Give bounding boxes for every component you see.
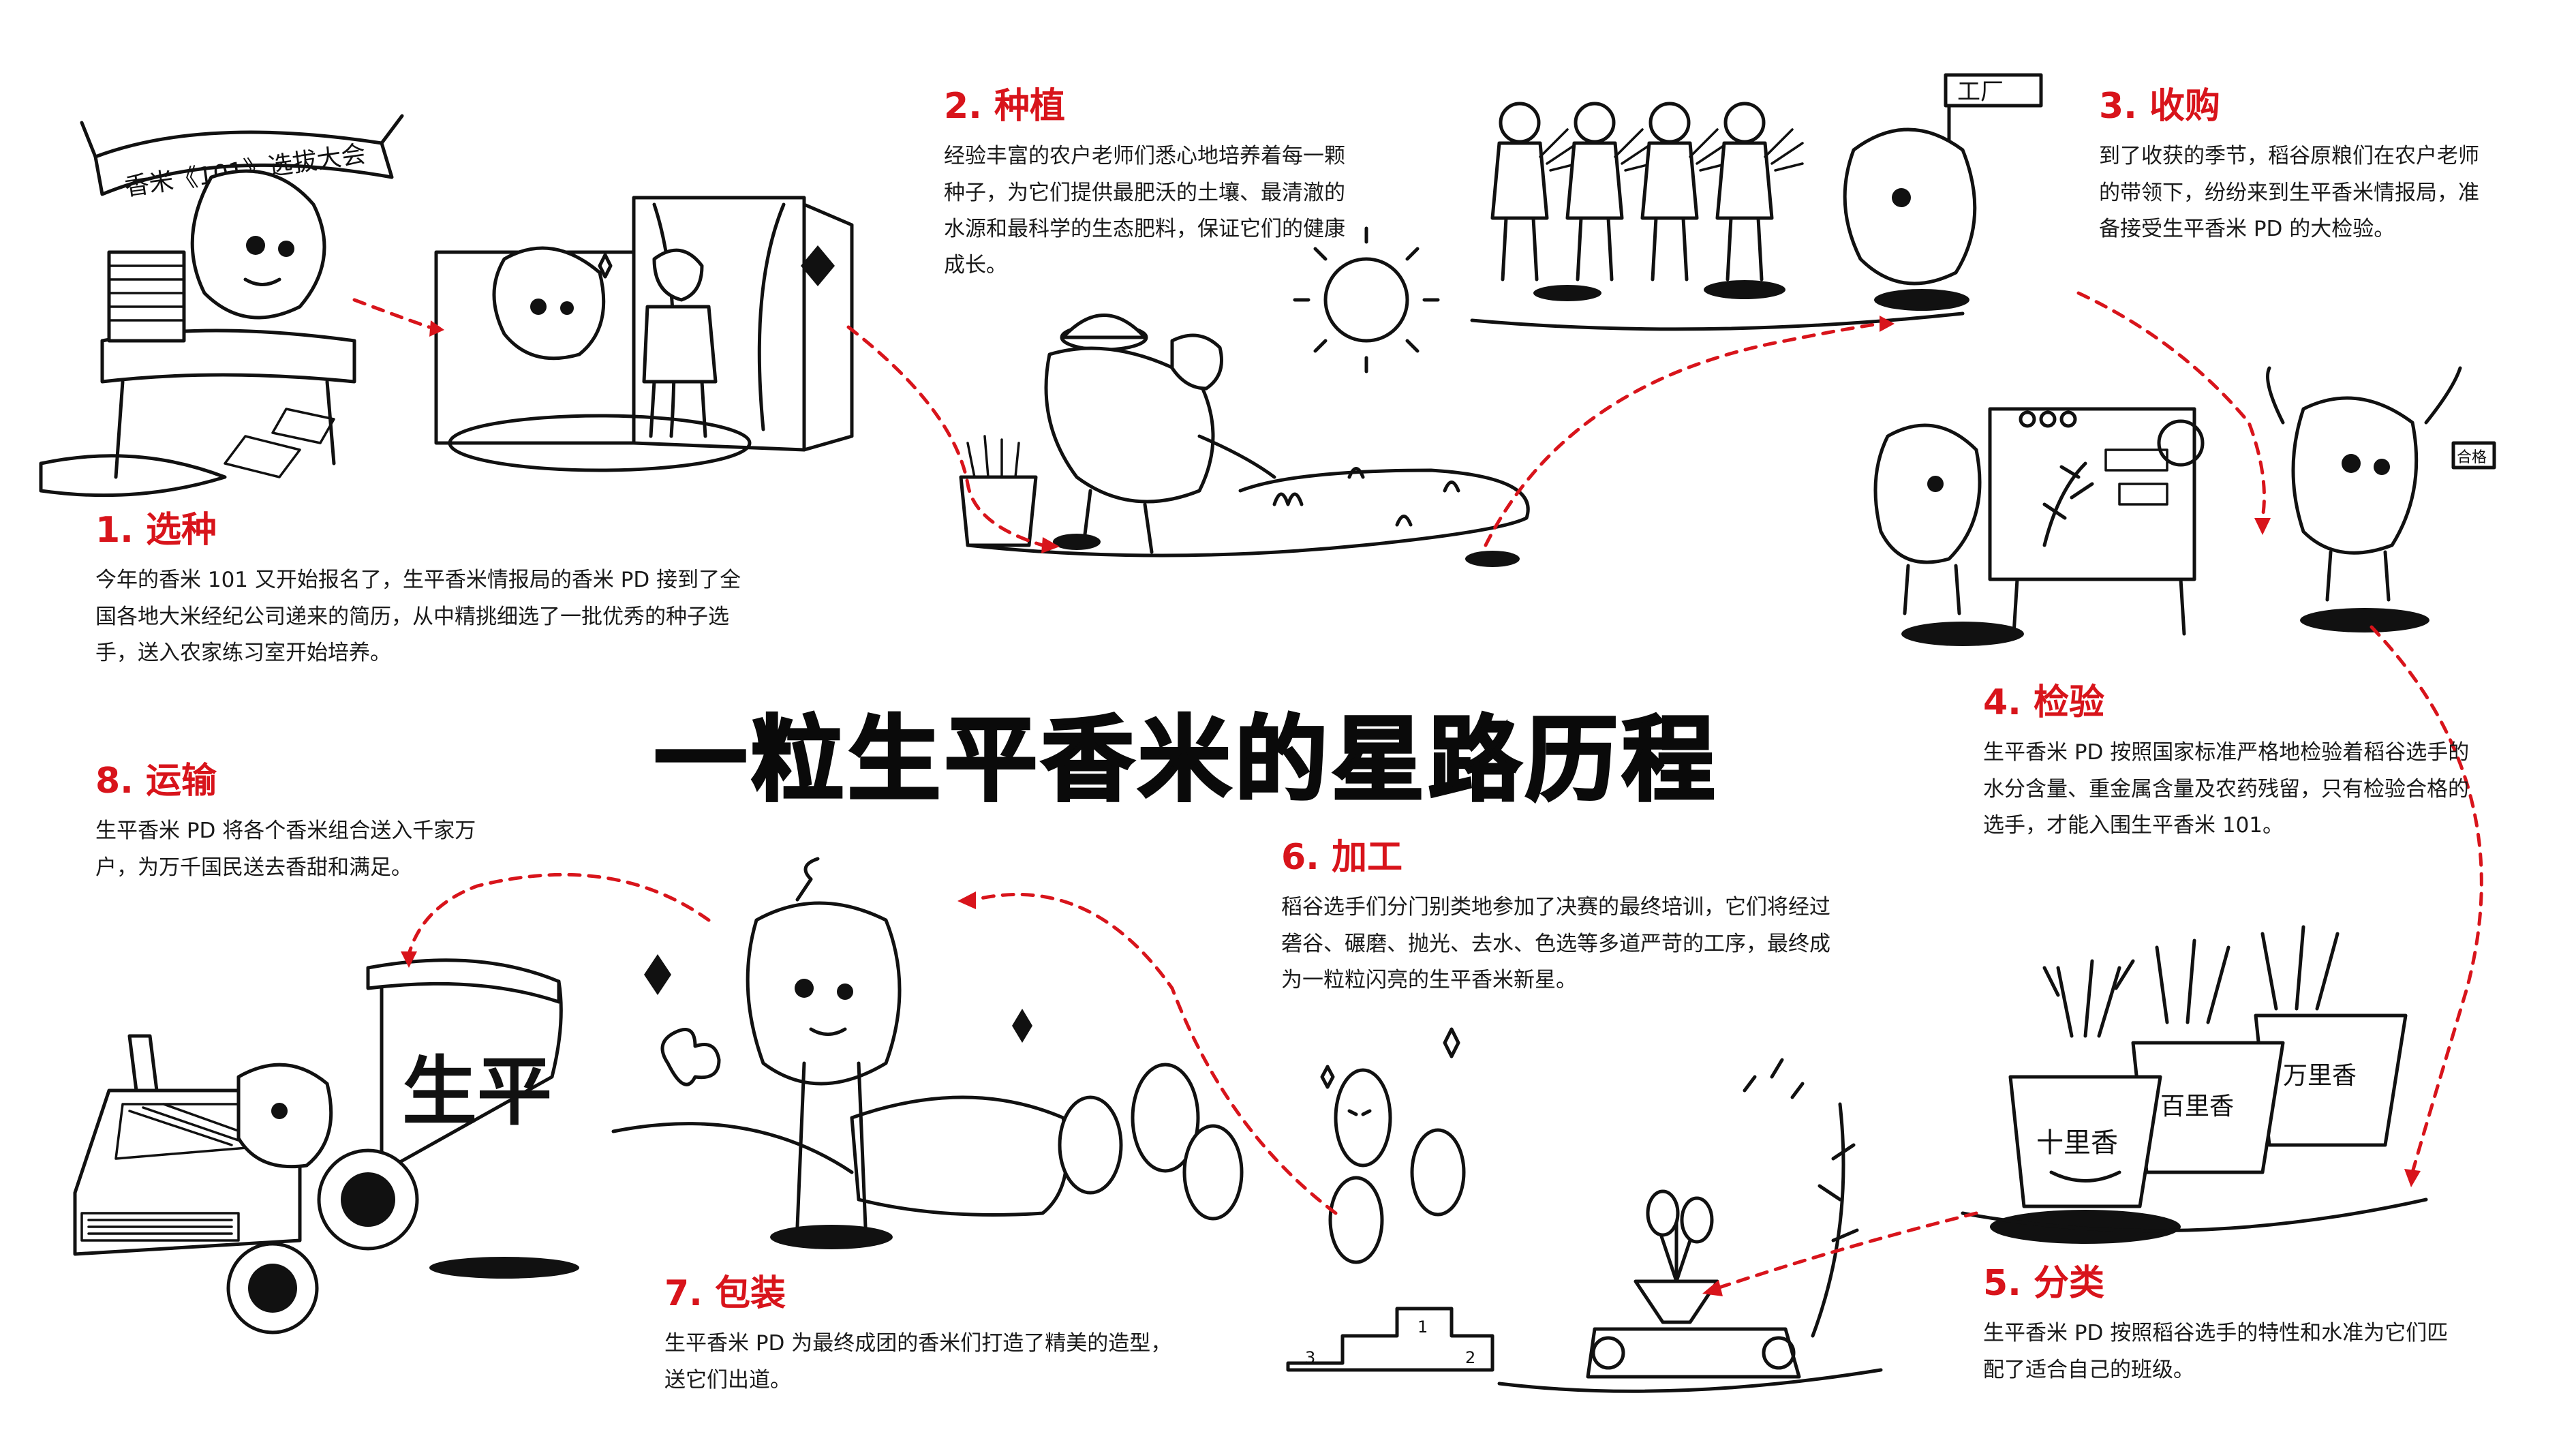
- step-2-text: 经验丰富的农户老师们悉心地培养着每一颗种子，为它们提供最肥沃的土壤、最清澈的水源…: [944, 144, 1345, 278]
- scene-packaging: [611, 857, 1244, 1249]
- step-3-text: 到了收获的季节，稻谷原粮们在农户老师的带领下，纷纷来到生平香米情报局，准备接受生…: [2099, 144, 2479, 241]
- step-7-heading: 7. 包装: [664, 1273, 786, 1314]
- step-1-selection: 1. 选种 今年的香米 101 又开始报名了，生平香米情报局的香米 PD 接到了…: [95, 510, 750, 671]
- farmer-line: [1490, 102, 1804, 281]
- scene-practice-room: [434, 196, 854, 472]
- pot-label-2: 百里香: [2160, 1093, 2234, 1120]
- step-6-text: 稻谷选手们分门别类地参加了决赛的最终培训，它们将经过砻谷、碾磨、抛光、去水、色选…: [1281, 895, 1830, 992]
- flow-path: [352, 291, 2483, 1296]
- scene-processing: 3 1 2: [1286, 1027, 1883, 1393]
- scene-planting: [959, 226, 1530, 567]
- step-4-inspection: 4. 检验 生平香米 PD 按照国家标准严格地检验着稻谷选手的水分含量、重金属含…: [1983, 682, 2481, 844]
- podium-3: 3: [1305, 1348, 1315, 1367]
- step-5-heading: 5. 分类: [1983, 1263, 2105, 1304]
- scene-transport: 生平: [73, 958, 579, 1334]
- step-1-heading: 1. 选种: [95, 510, 217, 551]
- step-4-heading: 4. 检验: [1983, 682, 2105, 723]
- step-2-heading: 2. 种植: [944, 86, 1066, 127]
- page-title: 一粒生平香米的星路历程: [653, 705, 1719, 816]
- podium-2: 2: [1465, 1348, 1475, 1367]
- step-4-text: 生平香米 PD 按照国家标准严格地检验着稻谷选手的水分含量、重金属含量及农药残留…: [1983, 740, 2470, 838]
- step-3-heading: 3. 收购: [2099, 86, 2221, 127]
- pass-tag-text: 合格: [2457, 449, 2487, 466]
- step-5-text: 生平香米 PD 按照稻谷选手的特性和水准为它们匹配了适合自己的班级。: [1983, 1321, 2449, 1382]
- step-5-sorting: 5. 分类 生平香米 PD 按照稻谷选手的特性和水准为它们匹配了适合自己的班级。: [1983, 1264, 2460, 1388]
- truck-logo: 生平: [402, 1048, 552, 1135]
- scene-selection: 香米《101》选拔大会: [39, 114, 404, 498]
- step-8-text: 生平香米 PD 将各个香米组合送入千家万户，为万千国民送去香甜和满足。: [95, 819, 476, 880]
- step-6-heading: 6. 加工: [1281, 837, 1403, 878]
- scene-purchase: 工厂: [1470, 73, 2043, 331]
- step-3-purchase: 3. 收购 到了收获的季节，稻谷原粮们在农户老师的带领下，纷纷来到生平香米情报局…: [2099, 87, 2481, 247]
- step-1-text: 今年的香米 101 又开始报名了，生平香米情报局的香米 PD 接到了全国各地大米…: [95, 568, 741, 665]
- step-6-processing: 6. 加工 稻谷选手们分门别类地参加了决赛的最终培训，它们将经过砻谷、碾磨、抛光…: [1281, 838, 1847, 998]
- step-8-heading: 8. 运输: [95, 761, 217, 802]
- podium-1: 1: [1417, 1317, 1428, 1337]
- factory-sign-text: 工厂: [1957, 78, 2004, 106]
- pot-label-3: 万里香: [2283, 1062, 2357, 1090]
- step-7-packaging: 7. 包装 生平香米 PD 为最终成团的香米们打造了精美的造型，送它们出道。: [664, 1273, 1182, 1399]
- scene-sorting: 万里香 百里香 十里香: [1961, 925, 2428, 1244]
- pot-label-1: 十里香: [2036, 1127, 2118, 1159]
- scene-inspection: 合格: [1873, 366, 2496, 646]
- step-8-transport: 8. 运输 生平香米 PD 将各个香米组合送入千家万户，为万千国民送去香甜和满足…: [95, 761, 477, 886]
- step-7-text: 生平香米 PD 为最终成团的香米们打造了精美的造型，送它们出道。: [664, 1331, 1172, 1392]
- step-2-planting: 2. 种植 经验丰富的农户老师们悉心地培养着每一颗种子，为它们提供最肥沃的土壤、…: [944, 87, 1346, 284]
